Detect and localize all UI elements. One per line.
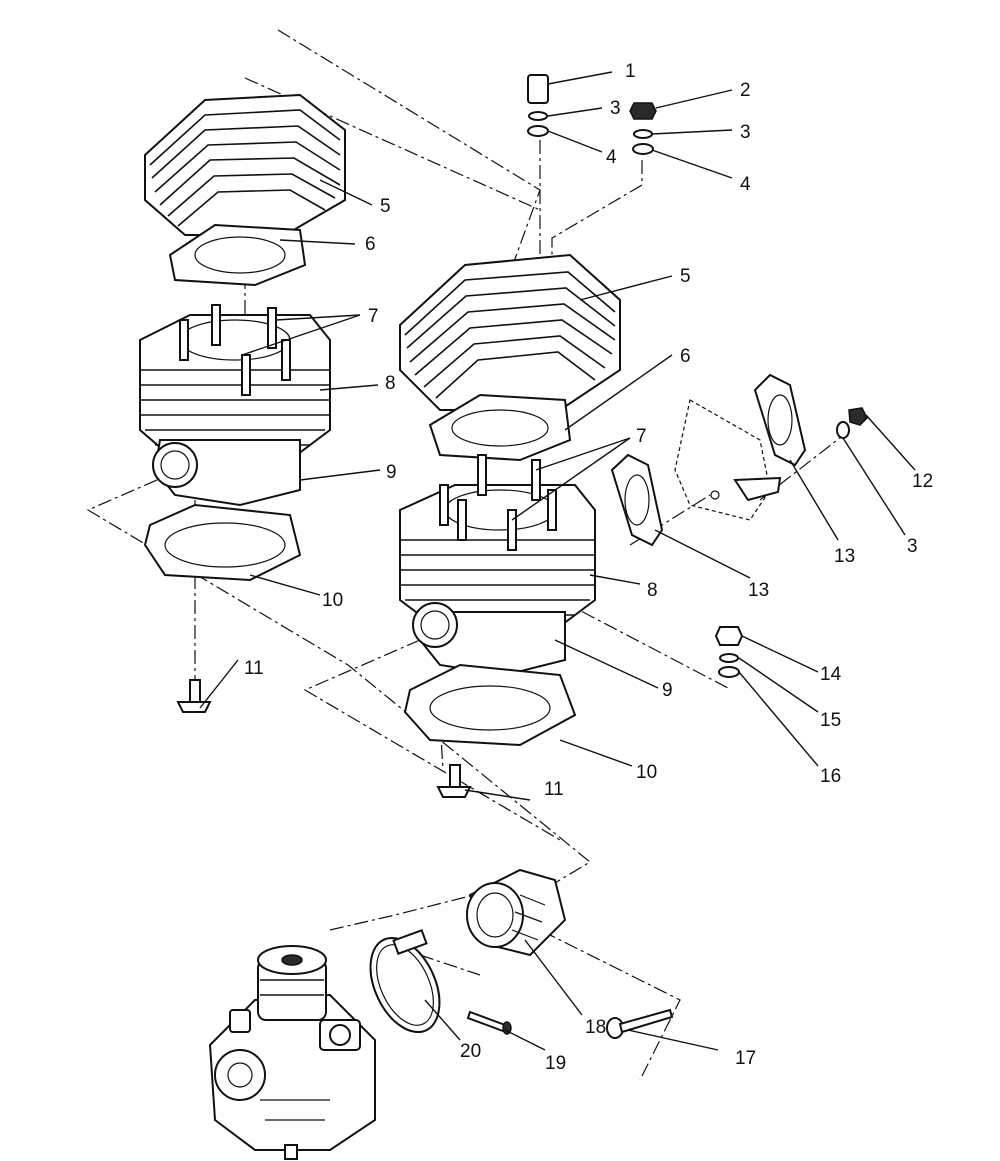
intake-boot — [466, 868, 567, 957]
carburetor — [208, 945, 376, 1160]
top-hardware — [527, 74, 657, 155]
head-gasket-left — [168, 223, 307, 287]
studs-left — [179, 304, 291, 396]
callout-11: 11 — [544, 779, 564, 800]
base-gasket-right — [403, 663, 577, 747]
callout-6: 6 — [365, 234, 376, 255]
callout-2: 2 — [740, 80, 751, 101]
callout-4: 4 — [606, 147, 617, 168]
callout-4: 4 — [740, 174, 751, 195]
callout-labels: 1 2 3 3 4 4 5 5 6 6 7 7 8 8 9 9 10 10 11… — [244, 61, 933, 1074]
callout-9: 9 — [662, 680, 673, 701]
callout-7: 7 — [636, 426, 647, 447]
exhaust-nut-washer — [836, 407, 868, 439]
callout-13: 13 — [748, 580, 769, 601]
callout-1: 1 — [625, 61, 636, 82]
callout-15: 15 — [820, 710, 841, 731]
callout-8: 8 — [647, 580, 658, 601]
fitting-right — [436, 764, 472, 798]
callout-11: 11 — [244, 658, 264, 679]
side-hardware — [714, 626, 744, 678]
cylinder-left — [139, 314, 331, 507]
callout-13: 13 — [834, 546, 855, 567]
callout-10: 10 — [322, 590, 343, 611]
cylinder-head-right — [399, 253, 621, 411]
head-gasket-right — [428, 393, 572, 462]
callout-14: 14 — [820, 664, 842, 685]
callout-7: 7 — [368, 306, 379, 327]
callout-17: 17 — [735, 1048, 756, 1069]
callout-5: 5 — [380, 196, 391, 217]
screw-19 — [466, 1010, 512, 1035]
cylinder-head-left — [144, 93, 346, 236]
callout-6: 6 — [680, 346, 691, 367]
base-gasket-left — [143, 503, 302, 582]
callout-5: 5 — [680, 266, 691, 287]
screw-17 — [606, 1008, 674, 1039]
callout-3: 3 — [740, 122, 751, 143]
exhaust-gasket-lower — [610, 453, 664, 547]
leader-lines — [199, 71, 916, 1051]
callout-12: 12 — [912, 471, 933, 492]
clamp — [369, 929, 441, 1034]
studs-right — [439, 454, 557, 551]
exhaust-bracket — [674, 399, 782, 521]
callout-9: 9 — [386, 462, 397, 483]
callout-3: 3 — [907, 536, 918, 557]
callout-10: 10 — [636, 762, 657, 783]
fitting-left — [176, 679, 212, 713]
callout-8: 8 — [385, 373, 396, 394]
callout-20: 20 — [460, 1041, 481, 1062]
exhaust-gasket-upper — [753, 373, 807, 467]
cylinder-right — [399, 484, 596, 677]
callout-16: 16 — [820, 766, 841, 787]
callout-3: 3 — [610, 98, 621, 119]
callout-18: 18 — [585, 1017, 606, 1038]
callout-19: 19 — [545, 1053, 566, 1074]
